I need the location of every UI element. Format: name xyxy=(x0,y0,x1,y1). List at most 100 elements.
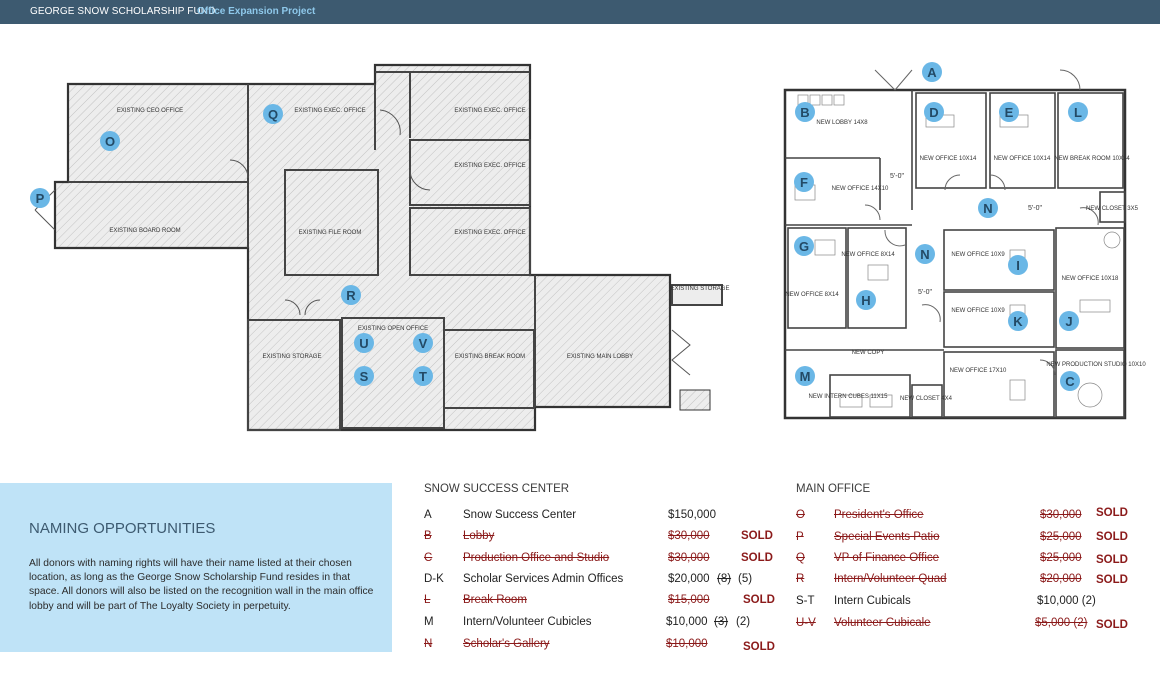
bubble-marker: V xyxy=(413,333,433,353)
row-name: Scholar Services Admin Offices xyxy=(463,573,624,585)
sold-badge: SOLD xyxy=(1096,619,1128,631)
svg-text:I: I xyxy=(1016,258,1020,273)
room-label: NEW OFFICE 17X10 xyxy=(950,368,1007,374)
svg-text:G: G xyxy=(799,239,809,254)
room-label: EXISTING OPEN OFFICE xyxy=(358,326,428,332)
row-price: $30,000 xyxy=(668,552,710,564)
bubble-marker: A xyxy=(922,62,942,82)
left-floor-plan: EXISTING CEO OFFICE EXISTING EXEC. OFFIC… xyxy=(34,63,729,432)
room-label: NEW OFFICE 14X10 xyxy=(832,186,889,192)
dimension-label: 5'-0" xyxy=(1028,205,1042,212)
row-code: U-V xyxy=(796,617,816,629)
row-price: $5,000 (2) xyxy=(1035,617,1088,629)
row-code: M xyxy=(424,616,434,628)
row-name: President's Office xyxy=(834,509,924,521)
dimension-label: 5'-0" xyxy=(918,289,932,296)
row-name: Break Room xyxy=(463,594,527,606)
bubble-marker: Q xyxy=(263,104,283,124)
bubble-marker: L xyxy=(1068,102,1088,122)
row-code: A xyxy=(424,509,432,521)
room-label: EXISTING EXEC. OFFICE xyxy=(454,108,525,114)
svg-text:C: C xyxy=(1065,374,1075,389)
room-label: NEW CLOSET 4X4 xyxy=(900,396,953,402)
row-name: Intern/Volunteer Quad xyxy=(834,573,947,585)
bubble-marker: U xyxy=(354,333,374,353)
naming-panel: NAMING OPPORTUNITIES All donors with nam… xyxy=(0,483,392,652)
sold-badge: SOLD xyxy=(1096,531,1128,543)
row-extra: (8) xyxy=(717,573,732,585)
sold-badge: SOLD xyxy=(741,530,773,542)
row-extra: (2) xyxy=(736,616,751,628)
row-code: S-T xyxy=(796,595,815,607)
svg-text:J: J xyxy=(1065,314,1072,329)
bubble-marker: T xyxy=(413,366,433,386)
bubble-marker: R xyxy=(341,285,361,305)
row-name: Intern Cubicals xyxy=(834,595,911,607)
room-label: NEW BREAK ROOM 10X14 xyxy=(1054,156,1130,162)
room-label: NEW PRODUCTION STUDIO 10X10 xyxy=(1046,362,1146,368)
row-price: $20,000 xyxy=(668,573,710,585)
room-label: NEW OFFICE 10X9 xyxy=(951,308,1005,314)
sold-badge: SOLD xyxy=(1096,574,1128,586)
svg-text:M: M xyxy=(800,369,811,384)
bubble-marker: N xyxy=(978,198,998,218)
bubble-marker: K xyxy=(1008,311,1028,331)
bubble-marker: F xyxy=(794,172,814,192)
bubble-marker: N xyxy=(915,244,935,264)
bubble-marker: M xyxy=(795,366,815,386)
sold-badge: SOLD xyxy=(741,552,773,564)
svg-text:K: K xyxy=(1013,314,1023,329)
svg-text:F: F xyxy=(800,175,808,190)
room-label: EXISTING EXEC. OFFICE xyxy=(454,230,525,236)
bubble-marker: O xyxy=(100,131,120,151)
bubble-marker: S xyxy=(354,366,374,386)
header-org: GEORGE SNOW SCHOLARSHIP FUND xyxy=(30,6,216,17)
svg-text:R: R xyxy=(346,288,356,303)
bubble-marker: P xyxy=(30,188,50,208)
svg-text:V: V xyxy=(419,336,428,351)
room-label: EXISTING BREAK ROOM xyxy=(455,354,525,360)
sold-badge: SOLD xyxy=(1096,507,1128,519)
row-price: $10,000 (2) xyxy=(1037,595,1096,607)
naming-body: All donors with naming rights will have … xyxy=(29,558,374,612)
floor-plans: EXISTING CEO OFFICE EXISTING EXEC. OFFIC… xyxy=(30,62,1146,432)
svg-text:D: D xyxy=(929,105,938,120)
room-label: EXISTING STORAGE xyxy=(263,354,322,360)
row-name: Scholar's Gallery xyxy=(463,638,550,650)
row-code: L xyxy=(424,594,431,606)
row-code: O xyxy=(796,509,805,521)
sold-badge: SOLD xyxy=(743,594,775,606)
svg-text:O: O xyxy=(105,134,115,149)
row-price: $10,000 xyxy=(666,616,708,628)
row-price: $150,000 xyxy=(668,509,716,521)
room-label: NEW LOBBY 14X8 xyxy=(816,120,868,126)
row-name: Production Office and Studio xyxy=(463,552,610,564)
svg-text:N: N xyxy=(920,247,929,262)
row-price: $30,000 xyxy=(1040,509,1082,521)
row-price: $30,000 xyxy=(668,530,710,542)
svg-text:Q: Q xyxy=(268,107,278,122)
room-label: EXISTING MAIN LOBBY xyxy=(567,354,633,360)
bubble-marker: B xyxy=(795,102,815,122)
room-label: NEW OFFICE 10X9 xyxy=(951,252,1005,258)
room-label: EXISTING BOARD ROOM xyxy=(109,228,180,234)
room-label: EXISTING EXEC. OFFICE xyxy=(294,108,365,114)
row-price: $25,000 xyxy=(1040,531,1082,543)
room-label: NEW OFFICE 8X14 xyxy=(841,252,895,258)
room-label: NEW COPY xyxy=(852,350,885,356)
room-label: NEW OFFICE 10X14 xyxy=(994,156,1051,162)
room-label: NEW CLOSET 3X5 xyxy=(1086,206,1139,212)
sold-badge: SOLD xyxy=(743,641,775,653)
dimension-label: 5'-0" xyxy=(890,173,904,180)
section-title-main-office: MAIN OFFICE xyxy=(796,483,871,495)
section-title-ssc: SNOW SUCCESS CENTER xyxy=(424,483,570,495)
row-code: P xyxy=(796,531,804,543)
row-name: Snow Success Center xyxy=(463,509,577,521)
svg-text:U: U xyxy=(359,336,368,351)
row-price: $15,000 xyxy=(668,594,710,606)
bubble-marker: I xyxy=(1008,255,1028,275)
row-name: Lobby xyxy=(463,530,495,542)
row-code: Q xyxy=(796,552,805,564)
row-price: $25,000 xyxy=(1040,552,1082,564)
room-label: NEW INTERN CUBES 11X15 xyxy=(809,394,889,400)
